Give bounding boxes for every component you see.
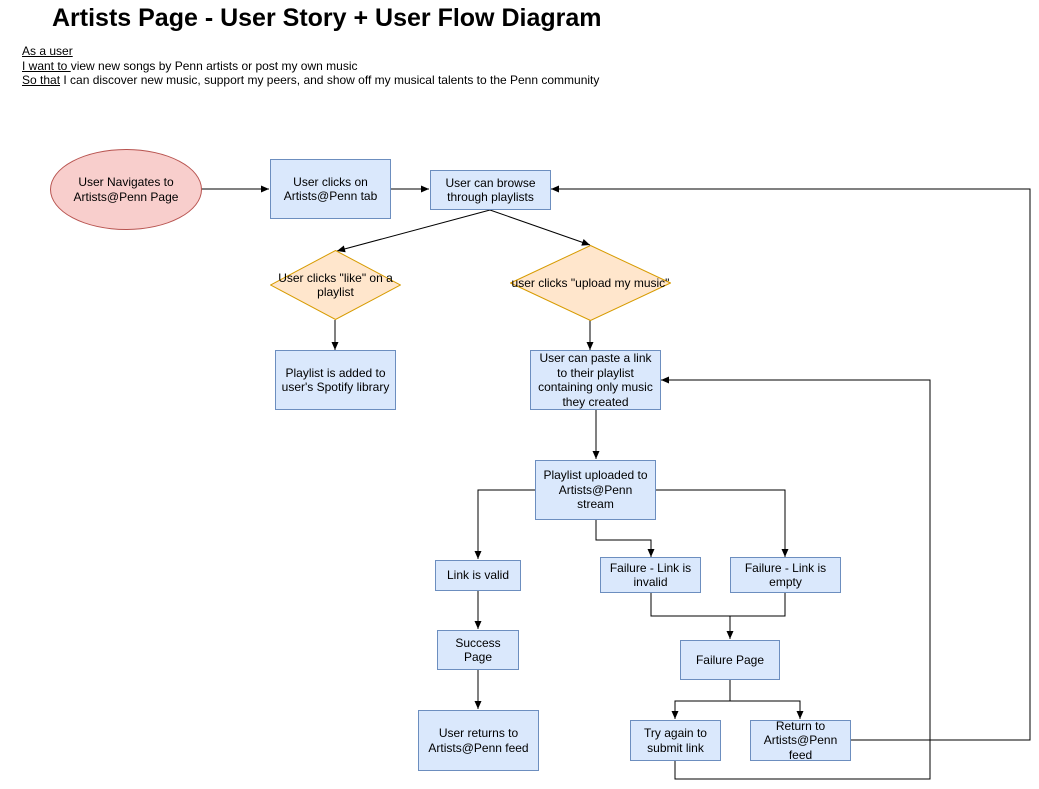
return-feed-label: Return to Artists@Penn feed: [763, 718, 838, 762]
fail-invalid-label: Failure - Link is invalid: [609, 560, 692, 590]
uploaded-stream-label: Playlist uploaded to Artists@Penn stream: [543, 468, 648, 512]
failure-page-label: Failure Page: [695, 652, 765, 667]
added-library-label: Playlist is added to user's Spotify libr…: [281, 365, 390, 395]
success-page-label: Success Page: [455, 635, 501, 665]
paste-link-node: User can paste a link to their playlist …: [530, 350, 661, 410]
edge-try-to-paste: [661, 376, 931, 780]
link-valid-label: Link is valid: [446, 568, 510, 583]
fail-empty-label: Failure - Link is empty: [744, 560, 827, 590]
returns-feed-node: User returns to Artists@Penn feed: [418, 710, 539, 771]
story-want-line: I want to view new songs by Penn artists…: [22, 59, 599, 74]
failure-page-node: Failure Page: [680, 640, 780, 680]
browse-label: User can browse through playlists: [445, 175, 536, 205]
like-decision-text: User clicks "like" on a playlist: [270, 250, 401, 320]
fail-invalid-node: Failure - Link is invalid: [600, 557, 701, 593]
edge-uploaded-to-empty: [655, 489, 789, 557]
upload-decision-text: user clicks "upload my music": [510, 245, 671, 321]
story-want-text: view new songs by Penn artists or post m…: [70, 58, 358, 73]
edge-failure-to-try: [671, 680, 731, 719]
story-so-label: So that: [22, 73, 61, 87]
edge-uploaded-to-valid: [474, 489, 535, 559]
uploaded-stream-node: Playlist uploaded to Artists@Penn stream: [535, 460, 656, 520]
try-again-node: Try again to submit link: [630, 720, 721, 761]
edge-uploaded-to-invalid: [595, 520, 655, 557]
link-valid-node: Link is valid: [435, 560, 521, 591]
try-again-label: Try again to submit link: [644, 726, 707, 755]
story-so-text: I can discover new music, support my pee…: [60, 73, 600, 87]
start-node-label: User Navigates to Artists@Penn Page: [73, 175, 179, 204]
edge-browse-to-upload: [489, 209, 591, 246]
story-as-line: As a user: [22, 44, 599, 59]
story-want-label: I want to: [22, 58, 71, 73]
start-node: User Navigates to Artists@Penn Page: [50, 149, 202, 230]
upload-decision-node: user clicks "upload my music": [510, 245, 671, 321]
like-decision-label: User clicks "like" on a playlist: [278, 270, 393, 300]
story-as-label: As a user: [22, 44, 73, 58]
paste-link-label: User can paste a link to their playlist …: [538, 351, 653, 409]
user-story: As a user I want to view new songs by Pe…: [22, 44, 599, 88]
browse-node: User can browse through playlists: [430, 170, 551, 210]
returns-feed-label: User returns to Artists@Penn feed: [428, 726, 529, 755]
edge-failure-to-return: [730, 700, 804, 719]
upload-decision-label: user clicks "upload my music": [511, 275, 670, 290]
edge-invalid-to-failure: [650, 593, 734, 639]
fail-empty-node: Failure - Link is empty: [730, 557, 841, 593]
clicks-tab-node: User clicks on Artists@Penn tab: [270, 159, 391, 219]
page-title: Artists Page - User Story + User Flow Di…: [52, 4, 602, 32]
story-so-line: So that I can discover new music, suppor…: [22, 73, 599, 88]
success-page-node: Success Page: [437, 630, 519, 670]
return-feed-node: Return to Artists@Penn feed: [750, 718, 851, 762]
edge-browse-to-like: [336, 209, 491, 253]
clicks-tab-label: User clicks on Artists@Penn tab: [283, 174, 378, 204]
edge-return-to-browse: [551, 185, 1031, 741]
like-decision-shape: [270, 250, 401, 320]
edge-empty-to-failure: [730, 593, 786, 617]
like-decision-node: User clicks "like" on a playlist: [270, 250, 401, 320]
added-library-node: Playlist is added to user's Spotify libr…: [275, 350, 396, 410]
upload-decision-shape: [510, 245, 671, 321]
